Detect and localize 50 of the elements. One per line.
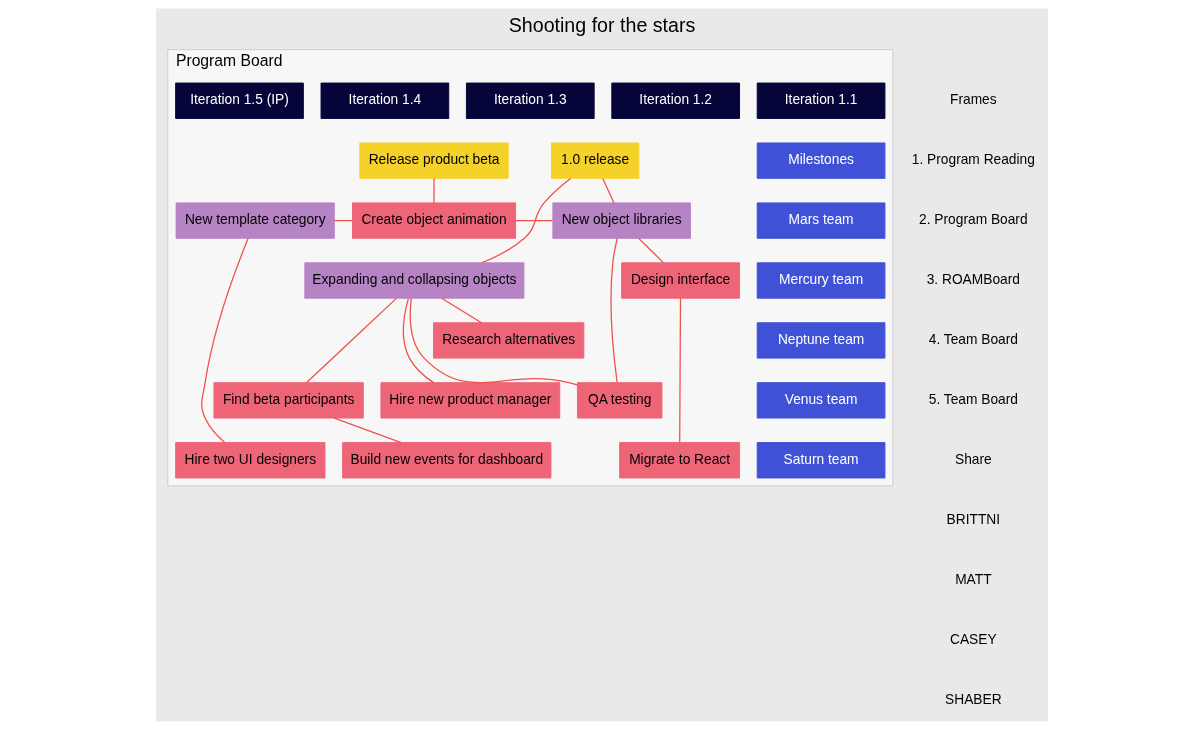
node-box: Mercury team	[756, 262, 886, 299]
node-box: Create object animation	[352, 202, 517, 239]
node-box: Design interface	[621, 262, 740, 299]
connector	[481, 177, 572, 264]
node-box: Iteration 1.1	[756, 82, 886, 119]
node-box: Iteration 1.5 (IP)	[175, 82, 304, 119]
connector	[201, 237, 249, 444]
label: 4. Team Board	[928, 332, 1018, 348]
node-box: QA testing	[576, 382, 663, 419]
label: CASEY	[950, 631, 997, 647]
connector	[610, 237, 618, 384]
label: BRITTNI	[946, 511, 1001, 527]
label: 2. Program Board	[919, 212, 1028, 228]
label: 3. ROAMBoard	[926, 272, 1020, 288]
label: 1. Program Reading	[911, 152, 1035, 168]
node-box: Saturn team	[756, 442, 886, 479]
connector	[305, 297, 397, 384]
node-box: Iteration 1.2	[611, 82, 740, 119]
node-box: Hire two UI designers	[175, 442, 326, 479]
diagram-title: Shooting for the stars	[508, 13, 696, 36]
node-box: Research alternatives	[433, 322, 585, 359]
node-box: Venus team	[756, 382, 886, 419]
node-box: Hire new product manager	[380, 382, 561, 419]
node-box: Release product beta	[359, 142, 509, 179]
node-box: New object libraries	[552, 202, 691, 239]
label: Frames	[950, 92, 997, 108]
label: MATT	[955, 571, 992, 587]
node-box: Migrate to React	[619, 442, 740, 479]
label: SHABER	[945, 691, 1002, 707]
node-box: Iteration 1.3	[465, 82, 595, 119]
connector	[409, 297, 578, 386]
node-box: New template category	[175, 202, 335, 239]
node-box: Mars team	[756, 202, 886, 239]
node-box: Neptune team	[756, 322, 886, 359]
connector	[638, 237, 664, 264]
connector	[679, 297, 682, 444]
node-box: 1.0 release	[550, 142, 640, 179]
label: Share	[954, 451, 992, 467]
node-box: Build new events for dashboard	[342, 442, 552, 479]
label: 5. Team Board	[928, 392, 1018, 407]
connector	[402, 297, 435, 384]
connector	[333, 417, 402, 444]
node-box: Milestones	[756, 142, 886, 179]
connector	[433, 177, 435, 204]
node-box: Iteration 1.4	[320, 82, 450, 119]
connector	[602, 177, 615, 204]
connector	[515, 219, 554, 222]
node-box: Expanding and collapsing objects	[304, 262, 525, 299]
connector	[441, 297, 483, 324]
node-box: Find beta participants	[213, 382, 364, 419]
